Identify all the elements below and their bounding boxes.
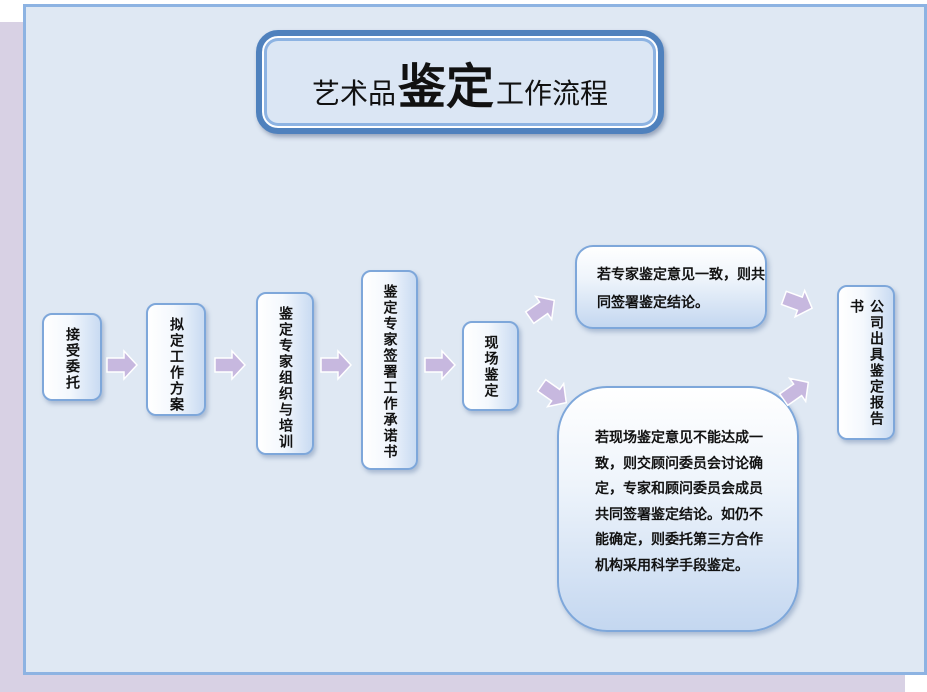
title-emphasis: 鉴定 <box>397 59 494 115</box>
step-label: 鉴定专家签署工作承诺书 <box>381 284 398 460</box>
arrow-right-icon <box>320 349 352 381</box>
step-label: 现场鉴定 <box>482 335 499 399</box>
arrow-up-right-icon <box>778 377 810 407</box>
arrow-right-icon <box>106 349 138 381</box>
final-report-box: 公司出具鉴定报告书 <box>837 285 895 440</box>
branch-dispute-text: 若现场鉴定意见不能达成一致，则交顾问委员会讨论确定，专家和顾问委员会成员共同签署… <box>595 430 763 574</box>
step-label: 接受委托 <box>64 327 80 391</box>
page-title: 艺术品 鉴定 工作流程 <box>312 47 608 117</box>
step-label: 拟定工作方案 <box>168 317 184 413</box>
arrow-right-icon <box>424 349 456 381</box>
step-expert-training: 鉴定专家组织与培训 <box>256 292 314 455</box>
step-accept-commission: 接受委托 <box>42 313 102 401</box>
branch-dispute-box: 若现场鉴定意见不能达成一致，则交顾问委员会讨论确定，专家和顾问委员会成员共同签署… <box>557 386 799 632</box>
final-label: 公司出具鉴定报告书 <box>848 299 884 427</box>
arrow-down-right-icon <box>536 378 568 408</box>
arrow-right-icon <box>214 349 246 381</box>
step-label: 鉴定专家组织与培训 <box>277 306 293 450</box>
step-sign-commitment: 鉴定专家签署工作承诺书 <box>361 270 418 470</box>
title-prefix: 艺术品 <box>311 77 396 110</box>
step-draft-plan: 拟定工作方案 <box>146 303 206 416</box>
branch-consensus-text: 若专家鉴定意见一致，则共同签署鉴定结论。 <box>597 267 765 311</box>
branch-consensus-box: 若专家鉴定意见一致，则共同签署鉴定结论。 <box>575 245 767 329</box>
arrow-down-right-icon <box>780 288 814 319</box>
title-banner: 艺术品 鉴定 工作流程 <box>256 30 664 134</box>
step-onsite-appraisal: 现场鉴定 <box>462 321 519 411</box>
arrow-up-right-icon <box>524 295 556 325</box>
title-suffix: 工作流程 <box>496 77 609 110</box>
